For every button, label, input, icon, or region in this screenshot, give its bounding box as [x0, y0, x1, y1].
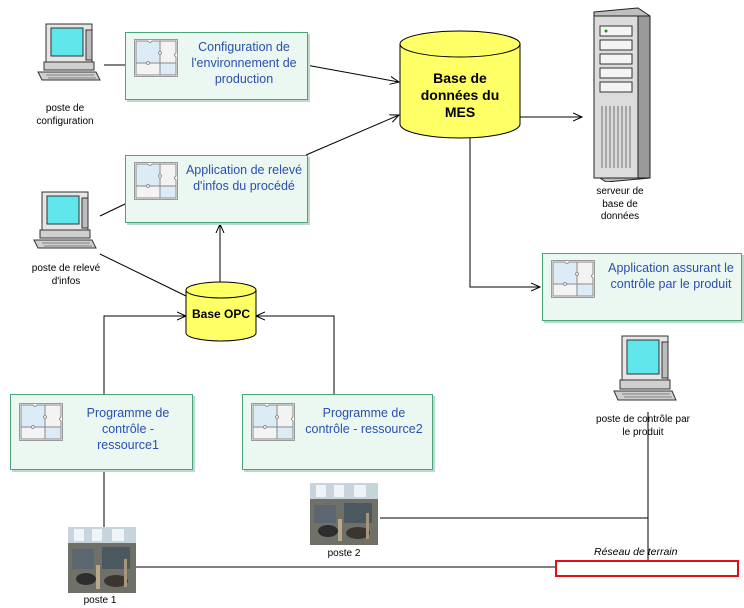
database-opc-label: Base OPC — [191, 307, 251, 321]
app-configuration-label: Configuration de l'environnement de prod… — [191, 40, 297, 86]
link-releve-station — [99, 203, 126, 217]
link-releve-opc — [99, 253, 187, 297]
database-opc-cylinder — [185, 281, 257, 342]
puzzle-icon — [134, 162, 178, 200]
app-programme-ressource1-label: Programme de contrôle - ressource1 — [86, 406, 170, 452]
puzzle-icon — [134, 39, 178, 77]
station-releve-caption: poste de relevé d'infos — [31, 263, 101, 287]
poste1-caption: poste 1 — [83, 595, 117, 606]
puzzle-icon — [251, 403, 295, 441]
database-mes-label: Base de données du MES — [420, 70, 500, 120]
computer-icon — [37, 23, 101, 81]
app-controle-produit: Application assurant le contrôle par le … — [542, 253, 742, 321]
station-config-caption: poste de configuration — [36, 103, 94, 127]
computer-icon — [33, 191, 97, 249]
station-controle-caption: poste de contrôle par le produit — [596, 414, 690, 438]
app-releve-label: Application de relevé d'infos du procédé — [185, 163, 303, 193]
arrow-prog2-to-opc — [256, 316, 335, 394]
app-programme-ressource2: Programme de contrôle - ressource2 — [242, 394, 433, 470]
server-caption: serveur de base de données — [596, 186, 644, 222]
database-mes-cylinder — [399, 30, 521, 139]
puzzle-icon — [19, 403, 63, 441]
puzzle-icon — [551, 260, 595, 298]
app-programme-ressource1: Programme de contrôle - ressource1 — [10, 394, 193, 470]
app-releve: Application de relevé d'infos du procédé — [125, 155, 308, 223]
app-programme-ressource2-label: Programme de contrôle - ressource2 — [305, 406, 423, 436]
server-tower-icon — [593, 7, 651, 182]
poste2-caption: poste 2 — [327, 548, 361, 559]
fieldbus-label: Réseau de terrain — [594, 546, 678, 558]
arrow-config-to-mes — [305, 64, 399, 82]
arrow-prog1-to-opc — [103, 316, 186, 394]
fieldbus-box — [555, 560, 739, 577]
arrow-releve-to-mes — [305, 115, 399, 156]
arrow-mes-to-controle — [469, 137, 540, 287]
workshop-photo-poste2 — [310, 483, 378, 545]
app-configuration: Configuration de l'environnement de prod… — [125, 32, 308, 100]
workshop-photo-poste1 — [68, 527, 136, 593]
computer-icon — [613, 335, 677, 401]
app-controle-produit-label: Application assurant le contrôle par le … — [608, 261, 734, 291]
